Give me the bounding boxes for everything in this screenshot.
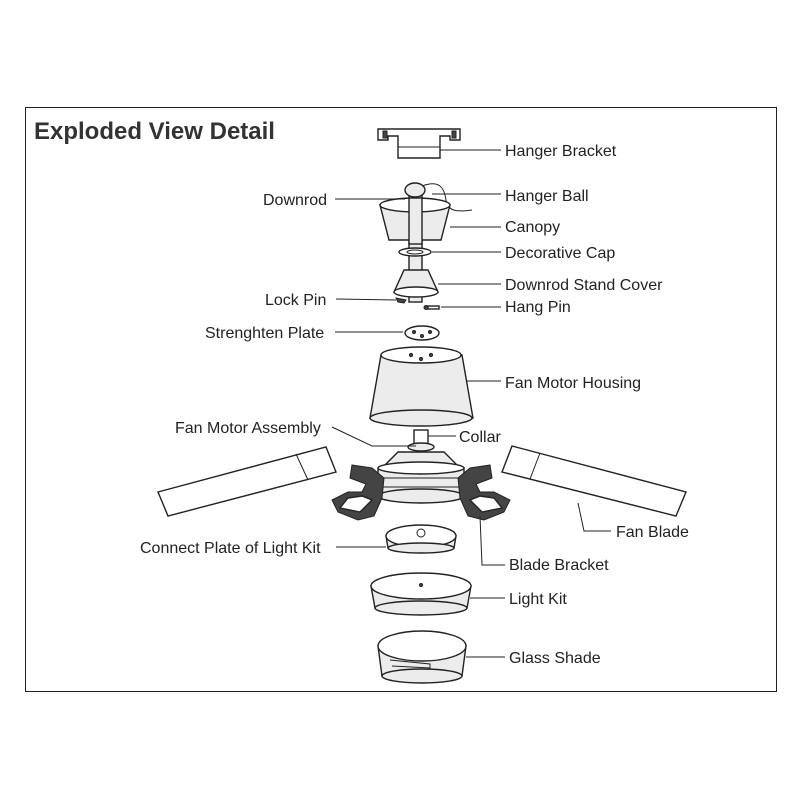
light-kit-part — [370, 572, 472, 616]
label-strenghten-plate: Strenghten Plate — [205, 325, 324, 342]
downrod-stand-cover-part — [392, 269, 440, 298]
label-lock-pin: Lock Pin — [265, 292, 326, 309]
label-fan-blade: Fan Blade — [616, 524, 689, 541]
lock-pin-part — [395, 297, 407, 304]
diagram-frame — [25, 107, 777, 692]
fan-blade-left-part — [157, 446, 337, 517]
fan-blade-right-part — [501, 445, 687, 517]
label-hanger-bracket: Hanger Bracket — [505, 143, 617, 160]
connect-plate-part — [385, 524, 457, 554]
fan-motor-housing-part — [369, 346, 474, 427]
blade-bracket-left-part — [331, 464, 385, 521]
diagram-title: Exploded View Detail — [34, 118, 275, 145]
label-decorative-cap: Decorative Cap — [505, 245, 615, 262]
label-light-kit: Light Kit — [509, 591, 567, 608]
label-fan-motor-assembly: Fan Motor Assembly — [175, 420, 321, 437]
label-canopy: Canopy — [505, 219, 560, 236]
label-blade-bracket: Blade Bracket — [509, 557, 609, 574]
label-hang-pin: Hang Pin — [505, 299, 571, 316]
label-connect-plate-of-light-kit: Connect Plate of Light Kit — [140, 540, 321, 557]
glass-shade-part — [377, 630, 467, 684]
fan-motor-assembly-part — [377, 429, 465, 504]
label-collar: Collar — [459, 429, 501, 446]
label-glass-shade: Glass Shade — [509, 650, 601, 667]
label-fan-motor-housing: Fan Motor Housing — [505, 375, 641, 392]
canopy-part — [379, 197, 451, 245]
label-hanger-ball: Hanger Ball — [505, 188, 589, 205]
decorative-cap-part — [398, 247, 432, 257]
label-downrod-stand-cover: Downrod Stand Cover — [505, 277, 663, 294]
label-downrod: Downrod — [263, 192, 327, 209]
strenghten-plate-part — [404, 325, 440, 341]
blade-bracket-right-part — [457, 464, 511, 521]
hanger-bracket-part — [377, 128, 461, 159]
leader-lines — [331, 149, 611, 658]
hang-pin-part — [423, 305, 440, 310]
